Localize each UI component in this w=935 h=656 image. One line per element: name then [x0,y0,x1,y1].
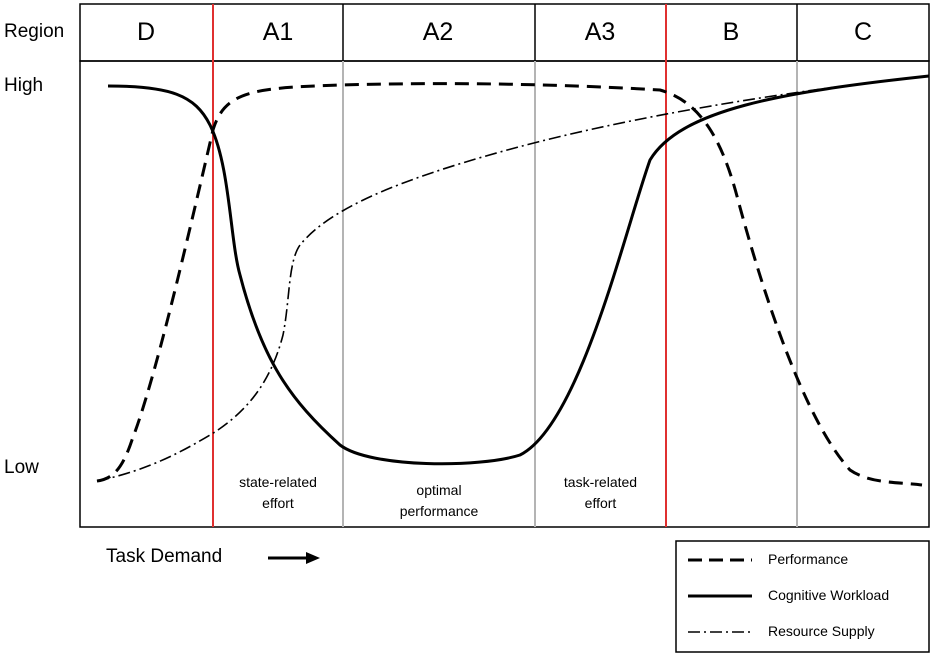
performance-curve [96,82,923,487]
region-d-label: D [136,18,156,46]
region-b-label: B [722,18,740,46]
y-axis-high-label: High [4,75,44,96]
resource-supply-curve [96,75,930,482]
cognitive-workload-curve [107,74,930,466]
region-a2-label: A2 [422,18,454,46]
note-a2-line2: performance [399,503,479,519]
note-a1-line2: effort [262,495,294,511]
note-a3-line1: task-related [563,474,638,490]
y-axis-low-label: Low [4,457,39,478]
note-a3-line2: effort [584,495,617,511]
region-c-label: C [853,18,873,46]
region-a1-label: A1 [262,18,294,46]
note-a1-line1: state-related [239,474,317,490]
plot-frame [79,60,930,528]
task-demand-label: Task Demand [106,546,223,567]
region-a3-label: A3 [584,18,616,46]
note-a3: task-related effort [535,472,666,514]
legend-label-resource-supply: Resource Supply [768,623,875,639]
note-a1: state-related effort [213,472,343,514]
legend-box [675,540,930,653]
note-a2-line1: optimal [416,482,462,498]
region-row-label: Region [4,21,65,42]
task-demand-arrow-head [306,552,320,564]
note-a2: optimal performance [343,480,535,522]
legend-label-cognitive-workload: Cognitive Workload [768,587,890,603]
legend-label-performance: Performance [768,551,849,567]
